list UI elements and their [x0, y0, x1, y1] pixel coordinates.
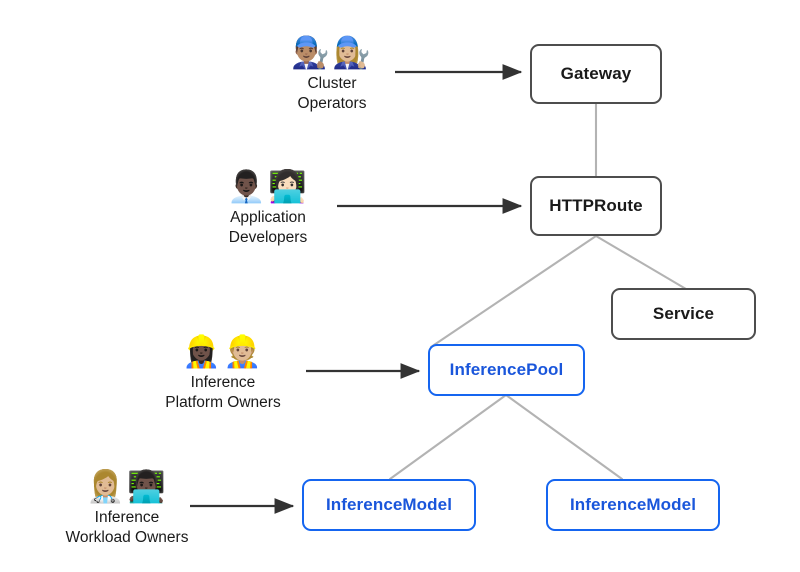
persona-inference-workload-owners-line1: Inference	[94, 509, 160, 526]
node-httproute-label: HTTPRoute	[549, 195, 643, 215]
connector-inferencepool-model-right	[504, 393, 624, 481]
persona-inference-workload-owners-line2: Workload Owners	[65, 528, 189, 546]
persona-inference-platform-owners-label: Inference Platform Owners	[165, 373, 280, 413]
persona-inference-workload-owners-icons: 👩🏼‍⚕️👨🏿‍💻	[86, 468, 168, 504]
persona-application-developers-line1: Application	[230, 209, 306, 226]
connector-httproute-service	[594, 234, 688, 291]
persona-cluster-operators-line1: Cluster	[307, 75, 357, 92]
persona-cluster-operators-icons: 👨🏽‍🔧👩🏼‍🔧	[291, 34, 373, 70]
node-inferencemodel-right-label: InferenceModel	[569, 494, 697, 514]
node-inferencepool[interactable]: InferencePool	[428, 344, 585, 396]
node-service[interactable]: Service	[611, 288, 756, 340]
persona-application-developers: 👨🏿‍💼👩🏻‍💻 Application Developers	[173, 167, 363, 248]
persona-inference-platform-owners: 👷🏿‍♀️👷🏼 Inference Platform Owners	[128, 332, 318, 413]
node-inferencemodel-left[interactable]: InferenceModel	[302, 479, 476, 531]
persona-cluster-operators-label: Cluster Operators	[298, 74, 367, 114]
persona-inference-workload-owners-label: Inference Workload Owners	[66, 508, 189, 548]
persona-application-developers-icons: 👨🏿‍💼👩🏻‍💻	[227, 168, 309, 204]
node-service-label: Service	[652, 303, 715, 323]
persona-application-developers-label: Application Developers	[229, 208, 307, 248]
node-inferencemodel-right[interactable]: InferenceModel	[546, 479, 720, 531]
persona-application-developers-line2: Developers	[228, 228, 308, 246]
node-inferencepool-label: InferencePool	[449, 359, 564, 379]
node-httproute[interactable]: HTTPRoute	[530, 176, 662, 236]
persona-inference-platform-owners-line1: Inference	[190, 374, 256, 391]
node-inferencemodel-left-label: InferenceModel	[325, 494, 453, 514]
persona-cluster-operators-line2: Operators	[297, 94, 367, 112]
connector-inferencepool-model-left	[388, 393, 508, 481]
connector-httproute-inferencepool	[429, 234, 598, 349]
persona-inference-platform-owners-line2: Platform Owners	[165, 393, 281, 411]
persona-inference-workload-owners: 👩🏼‍⚕️👨🏿‍💻 Inference Workload Owners	[32, 467, 222, 548]
persona-inference-platform-owners-icons: 👷🏿‍♀️👷🏼	[182, 333, 264, 369]
node-gateway[interactable]: Gateway	[530, 44, 662, 104]
node-gateway-label: Gateway	[560, 63, 632, 83]
persona-cluster-operators: 👨🏽‍🔧👩🏼‍🔧 Cluster Operators	[237, 33, 427, 114]
